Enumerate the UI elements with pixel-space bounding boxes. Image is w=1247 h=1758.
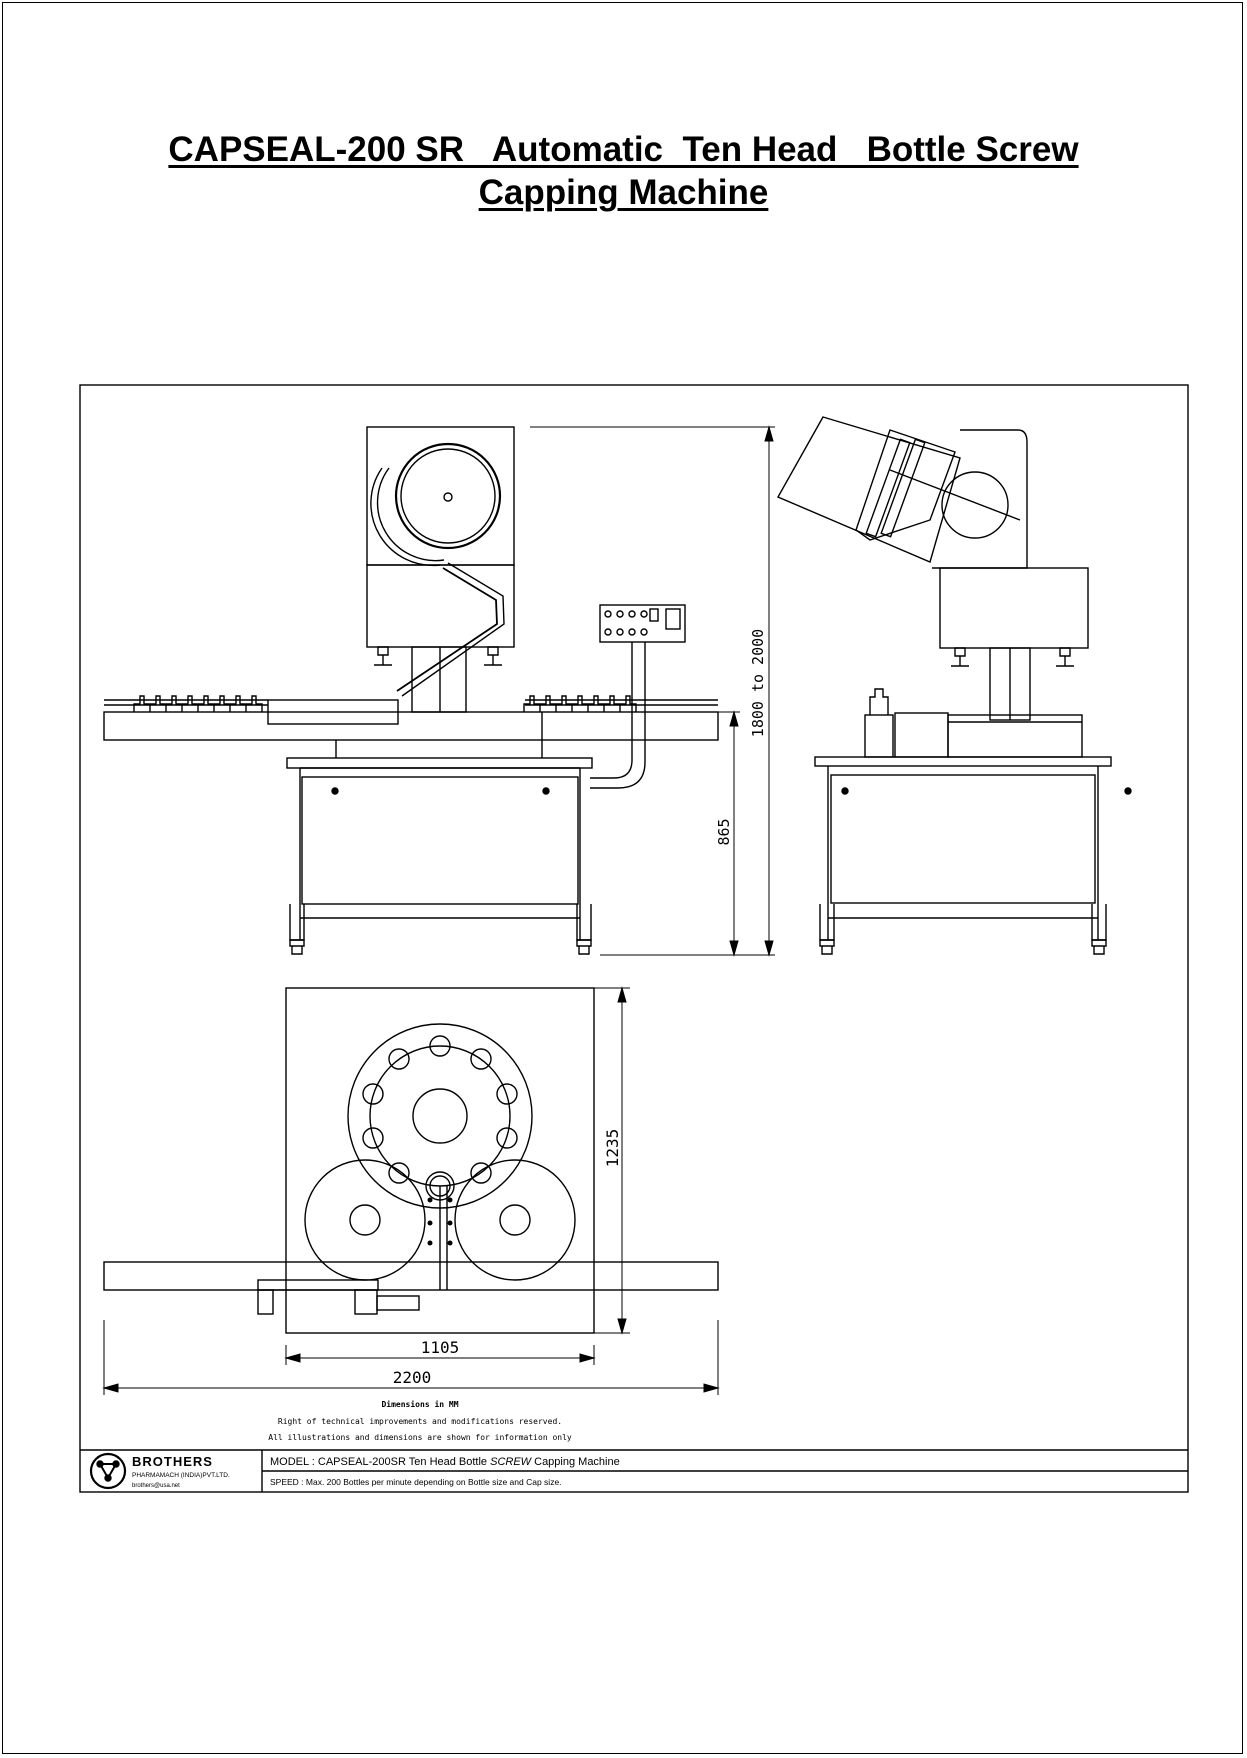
company-brand: BROTHERS: [132, 1454, 213, 1469]
housing-foot-left: [374, 646, 392, 666]
table-top: [286, 757, 593, 769]
side-upper-housing: [932, 429, 1028, 569]
conveyor-motor: [354, 1289, 378, 1315]
table-legs: [289, 904, 592, 941]
cap-bowl-outer: [394, 442, 502, 550]
cap-bowl-inner: [400, 448, 496, 544]
capping-heads: [362, 1035, 518, 1197]
top-plan-view: 1235 1105 2200: [102, 986, 720, 1395]
capping-station: [267, 699, 399, 725]
table-frame: [299, 767, 581, 940]
capping-turret: [347, 1023, 533, 1209]
side-elevation-view: [777, 416, 1132, 955]
top-conveyor: [103, 1261, 719, 1291]
side-lower-housing: [939, 567, 1089, 649]
drawing-frame: [79, 384, 1189, 1493]
drawing-title-line-1: CAPSEAL-200 SR Automatic Ten Head Bottle…: [168, 130, 1079, 169]
top-width-dimension: 1105: [421, 1338, 460, 1357]
conveyor-motor-left: [257, 1289, 274, 1315]
turret-hub: [412, 1088, 468, 1144]
tilted-bowl-cover: [777, 416, 961, 563]
table-panel: [301, 776, 579, 905]
model-line: MODEL : CAPSEAL-200SR Ten Head Bottle SC…: [270, 1456, 620, 1468]
cap-bowl-housing: [366, 426, 515, 566]
side-bottle: [869, 688, 889, 715]
lower-housing: [366, 564, 515, 648]
bottles-left: [133, 695, 263, 712]
cap-bowl-center: [443, 492, 453, 502]
leveling-feet: [289, 939, 592, 955]
company-name: PHARMAMACH (INDIA)PVT.LTD.: [132, 1472, 230, 1479]
control-panel: [599, 604, 686, 643]
side-table-panel: [830, 774, 1096, 904]
top-view-outline: [285, 987, 595, 1334]
top-view-dimensions: [102, 986, 720, 1395]
conveyor-front: [103, 711, 719, 741]
side-foot-right: [1056, 647, 1074, 667]
front-elevation-view: 1800 to 2000 865: [103, 425, 775, 957]
overall-length-dimension: 2200: [393, 1368, 432, 1387]
cap-delivery-chute: [396, 567, 498, 692]
side-foot-left: [951, 647, 969, 667]
bottles-right: [523, 695, 637, 712]
company-email: brothers@usa.net: [132, 1483, 180, 1489]
note-dimensions-unit: Dimensions in MM: [381, 1399, 458, 1409]
table-height-dimension: 865: [715, 818, 733, 845]
top-depth-dimension: 1235: [603, 1129, 622, 1168]
overall-height-dimension: 1800 to 2000: [749, 629, 767, 737]
title-block: BROTHERS PHARMAMACH (INDIA)PVT.LTD. brot…: [80, 1449, 1188, 1492]
side-bowl-drive: [941, 471, 1009, 539]
drawing-title-line-2: Capping Machine: [478, 173, 769, 212]
brothers-logo: [89, 1452, 127, 1490]
front-height-dimensions: [530, 425, 775, 957]
housing-foot-right: [484, 646, 502, 666]
note-rights-reserved: Right of technical improvements and modi…: [278, 1417, 562, 1426]
control-panel-buttons: [604, 608, 681, 636]
speed-line: SPEED : Max. 200 Bottles per minute depe…: [270, 1477, 562, 1487]
cap-chute-curve: [370, 467, 441, 567]
panel-support-arm: [590, 642, 633, 779]
outfeed-star-wheel: [454, 1159, 576, 1281]
note-information-only: All illustrations and dimensions are sho…: [268, 1433, 572, 1442]
side-table-top: [814, 756, 1112, 767]
